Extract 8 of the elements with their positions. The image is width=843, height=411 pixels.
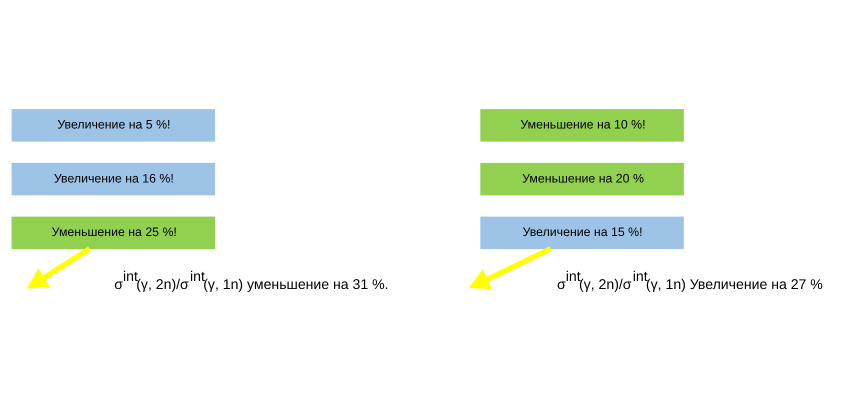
- node-box: Уменьшение на 20 %: [480, 162, 684, 195]
- node-box: Увеличение на 5 %!: [12, 108, 216, 142]
- arrow: [26, 246, 92, 288]
- node-box: Уменьшение на 10 %!: [480, 108, 684, 142]
- node-box: Увеличение на 16 %!: [12, 162, 216, 195]
- arrow: [468, 246, 552, 288]
- node-box: Увеличение на 15 %!: [480, 216, 684, 249]
- node-box: Уменьшение на 25 %!: [12, 216, 216, 249]
